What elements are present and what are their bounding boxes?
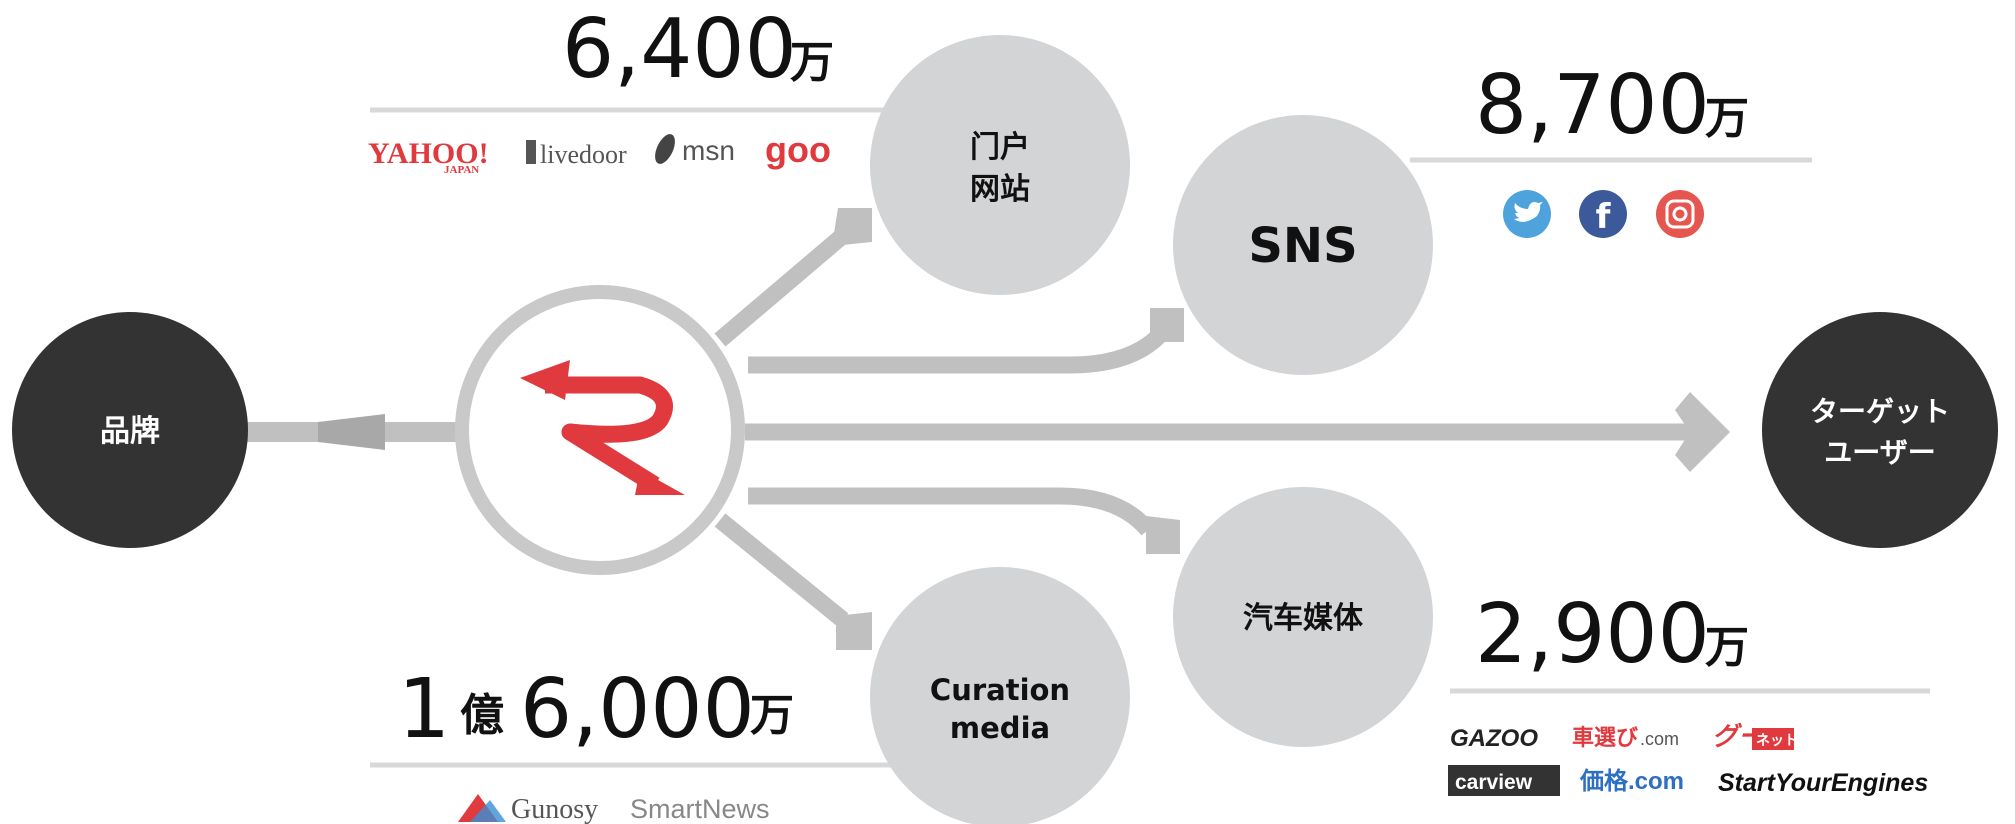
curation-node <box>870 567 1130 824</box>
portal-node <box>870 35 1130 295</box>
arrow-sns-head <box>1150 308 1184 342</box>
goo-net-badge-text: ネット <box>1756 732 1798 748</box>
curation-count: 6,000 <box>520 662 755 757</box>
goo-net-badge <box>1752 728 1794 750</box>
auto-node <box>1173 487 1433 747</box>
curation-count-prefix: 1 <box>398 662 450 757</box>
gunosy-logo: Gunosy <box>511 794 598 824</box>
livedoor-icon <box>526 140 536 164</box>
auto-media-label: 汽车媒体 <box>1243 601 1364 636</box>
instagram-icon[interactable] <box>1656 190 1704 238</box>
yahoo-logo: YAHOO! <box>368 137 489 170</box>
smartnews-logo: SmartNews <box>630 794 770 824</box>
facebook-f-icon: f <box>1596 197 1612 237</box>
arrow-curation <box>714 513 849 627</box>
arrow-auto-head <box>1146 516 1180 554</box>
auto-count: 2,900 <box>1475 587 1710 682</box>
arrow-portal <box>714 231 846 347</box>
sns-count-unit: 万 <box>1705 93 1749 144</box>
portal-count: 6,400 <box>562 2 797 97</box>
arrow-target-head <box>1675 392 1730 472</box>
startyourengines-logo: StartYourEngines <box>1718 769 1928 797</box>
kurumaerabi-logo: 車選び <box>1572 725 1638 750</box>
instagram-lens-icon <box>1672 206 1688 222</box>
target-label-line1: ターゲット <box>1810 395 1950 428</box>
carview-logo: carview <box>1455 771 1533 794</box>
carview-badge <box>1448 765 1560 796</box>
kakaku-logo: 価格.com <box>1579 768 1684 795</box>
brand-connector-taper <box>318 414 385 450</box>
gunosy-icon <box>458 794 506 822</box>
sns-label: SNS <box>1248 218 1357 274</box>
curation-label-line1: Curation <box>930 673 1070 707</box>
portal-count-unit: 万 <box>790 37 834 88</box>
yahoo-japan-logo-text: JAPAN <box>444 164 479 176</box>
msn-logo: msn <box>682 135 735 166</box>
brand-node <box>12 312 248 548</box>
brand-label: 品牌 <box>100 414 160 449</box>
arrow-auto <box>748 487 1155 536</box>
gazoo-logo: GAZOO <box>1450 725 1538 752</box>
arrow-curation-head <box>836 612 872 650</box>
portal-label-line1: 门户 <box>970 130 1030 165</box>
arrow-portal-head <box>832 208 872 246</box>
twitter-bird-icon <box>1514 202 1543 222</box>
kurumaerabi-com-logo: .com <box>1640 729 1679 749</box>
arrow-sns <box>748 319 1175 374</box>
curation-count-mid-unit: 億 <box>460 690 504 741</box>
target-node <box>1762 312 1998 548</box>
auto-count-unit: 万 <box>1705 622 1749 673</box>
goo-logo: goo <box>765 129 831 170</box>
instagram-frame-icon <box>1665 199 1695 229</box>
portal-label-line2: 网站 <box>970 172 1030 207</box>
msn-butterfly-icon <box>655 134 675 164</box>
curation-count-unit: 万 <box>750 690 794 741</box>
sns-node <box>1173 115 1433 375</box>
livedoor-logo: livedoor <box>540 140 627 169</box>
sns-count: 8,700 <box>1475 58 1710 153</box>
target-label-line2: ユーザー <box>1824 436 1935 469</box>
facebook-icon[interactable] <box>1579 190 1627 238</box>
curation-label-line2: media <box>950 711 1050 745</box>
r-logo-icon <box>520 360 685 495</box>
